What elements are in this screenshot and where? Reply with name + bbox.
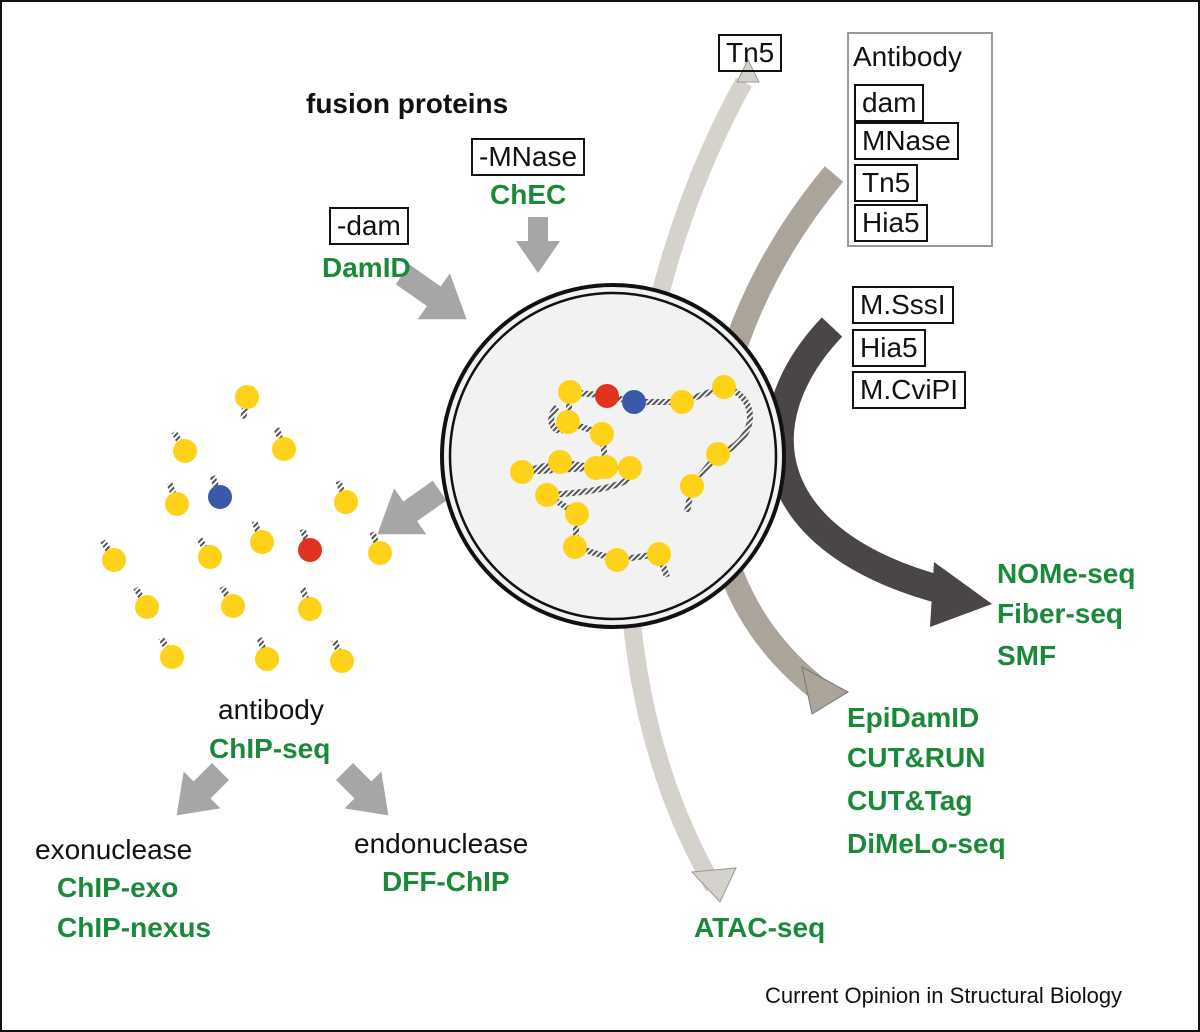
output-smf: SMF: [997, 640, 1057, 671]
blue-marked-nucleosome: [622, 390, 646, 414]
dff-chip-label: DFF-ChIP: [382, 866, 510, 897]
released-nucleosome: [135, 595, 159, 619]
chip-antibody-label: antibody: [218, 694, 324, 725]
output-fiber-seq: Fiber-seq: [997, 598, 1124, 629]
released-nucleosome: [330, 649, 354, 673]
nucleosome: [563, 535, 587, 559]
released-nucleosome: [334, 490, 358, 514]
chromatin-dna: [521, 383, 753, 578]
dna-tail: [133, 586, 145, 600]
antibody-tether-arrowhead: [801, 666, 850, 715]
antibody-panel-item-dam: dam: [854, 84, 925, 122]
released-nucleosome: [235, 385, 259, 409]
released-nucleosome: [272, 437, 296, 461]
nucleosome: [558, 380, 582, 404]
released-red-nucleosome: [298, 538, 322, 562]
output-dimelo-seq: DiMeLo-seq: [847, 828, 1006, 859]
journal-credit: Current Opinion in Structural Biology: [765, 983, 1123, 1008]
released-nucleosome: [298, 597, 322, 621]
released-nucleosomes: [100, 385, 392, 673]
dam-arrow: [395, 264, 467, 320]
atac-arrowhead: [690, 867, 737, 903]
methyltransferase-mcvipi: M.CviPI: [852, 371, 966, 409]
released-nucleosome: [221, 594, 245, 618]
antibody-panel-item-tn5: Tn5: [854, 164, 919, 202]
nucleus: [440, 283, 786, 629]
nucleosome: [556, 410, 580, 434]
released-nucleosome: [173, 439, 197, 463]
dam-fusion-box: -dam: [329, 207, 409, 245]
antibody-panel-item-mnase: MNase: [854, 122, 959, 160]
output-atac-seq: ATAC-seq: [694, 912, 826, 943]
nucleosome: [670, 390, 694, 414]
nucleosome: [605, 548, 629, 572]
released-nucleosome: [102, 548, 126, 572]
methyltransferase-msssi: M.SssI: [852, 286, 954, 324]
mnase-fusion-box: -MNase: [471, 138, 586, 176]
methylation-arrowhead: [930, 562, 992, 627]
nucleosome: [548, 450, 572, 474]
released-nucleosome: [198, 545, 222, 569]
tn5-top-box: Tn5: [718, 34, 783, 72]
nucleosome: [647, 542, 671, 566]
endonuclease-label: endonuclease: [354, 828, 529, 859]
released-nucleosome: [255, 647, 279, 671]
released-blue-nucleosome: [208, 485, 232, 509]
fusion-proteins-title: fusion proteins: [306, 88, 509, 119]
exonuclease-label: exonuclease: [35, 834, 193, 865]
chromatin-nucleosomes: [510, 375, 736, 572]
released-nucleosome: [160, 645, 184, 669]
damid-label: DamID: [322, 252, 411, 283]
exonuclease-arrow: [176, 763, 229, 816]
output-cut-and-run: CUT&RUN: [847, 742, 986, 773]
chip-seq-label: ChIP-seq: [209, 733, 331, 764]
nucleosome: [680, 474, 704, 498]
output-epidamid: EpiDamID: [847, 702, 980, 733]
nucleosome: [712, 375, 736, 399]
dna-tail: [196, 536, 208, 550]
endonuclease-arrow: [336, 763, 389, 816]
output-nome-seq: NOMe-seq: [997, 558, 1136, 589]
chip-arrow: [377, 480, 447, 535]
chip-exo-label: ChIP-exo: [57, 872, 179, 903]
antibody-panel-item-hia5: Hia5: [854, 204, 928, 242]
released-nucleosome: [250, 530, 274, 554]
mnase-arrow: [516, 217, 560, 273]
dna-tail: [100, 539, 112, 553]
nucleosome: [565, 502, 589, 526]
nucleosome: [584, 456, 608, 480]
released-nucleosome: [368, 541, 392, 565]
dna-tail: [219, 585, 231, 599]
nucleosome: [706, 442, 730, 466]
methyltransferase-hia5: Hia5: [852, 329, 926, 367]
chip-nexus-label: ChIP-nexus: [57, 912, 212, 943]
nucleosome: [618, 456, 642, 480]
antibody-panel: [847, 32, 993, 247]
antibody-panel-heading: Antibody: [853, 41, 962, 72]
nucleosome: [535, 483, 559, 507]
methylation-arrow: [765, 317, 946, 604]
chec-label: ChEC: [490, 179, 567, 210]
dna-tail: [158, 636, 170, 650]
released-nucleosome: [165, 492, 189, 516]
nucleosome: [510, 460, 534, 484]
red-marked-nucleosome: [595, 384, 619, 408]
output-cut-and-tag: CUT&Tag: [847, 785, 973, 816]
nucleosome: [590, 422, 614, 446]
nucleus-inner-ring: [448, 291, 778, 621]
